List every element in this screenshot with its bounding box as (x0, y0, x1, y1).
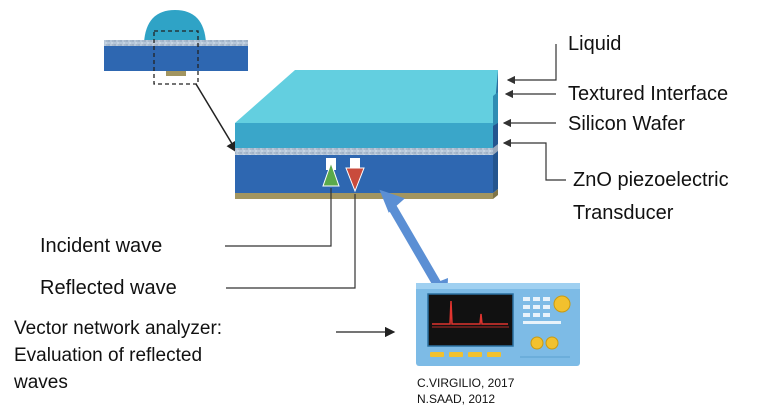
liquid-front-face (235, 123, 493, 148)
vna-keypad (523, 297, 561, 324)
label-vna-line1: Vector network analyzer: (14, 318, 223, 339)
vna-screen (427, 293, 514, 347)
inset-textured-layer (104, 40, 248, 46)
wafer-right-side (493, 123, 498, 193)
reflected-wave-marker (345, 158, 365, 193)
label-liquid: Liquid (568, 33, 622, 55)
reflected-wave-leader (226, 194, 356, 289)
zno-leader (502, 138, 566, 181)
incident-wave-marker (322, 158, 340, 187)
textured-interface-layer (235, 148, 493, 155)
liquid-top-face (235, 70, 498, 123)
label-zno-line1: ZnO piezoelectric (573, 169, 729, 191)
main-block (235, 70, 498, 199)
credit-line2: N.SAAD, 2012 (417, 392, 496, 406)
vna-function-buttons (430, 352, 501, 357)
liquid-right-side (493, 70, 498, 126)
label-textured-interface: Textured Interface (568, 83, 729, 105)
label-reflected-wave: Reflected wave (40, 277, 177, 299)
credit-line1: C.VIRGILIO, 2017 (417, 376, 515, 390)
inset-wafer (104, 46, 248, 71)
vector-network-analyzer (416, 283, 580, 366)
liquid-leader (506, 44, 557, 85)
vna-screen-trace (432, 300, 508, 325)
label-incident-wave: Incident wave (40, 235, 163, 257)
label-silicon-wafer: Silicon Wafer (568, 113, 686, 135)
inset-droplet-wafer (104, 10, 248, 85)
inset-pointer-arrow (195, 83, 238, 154)
label-vna-line2: Evaluation of reflected (14, 345, 203, 366)
inset-zoom-box (153, 30, 199, 85)
inset-transducer (166, 71, 186, 76)
transducer-right-side (493, 189, 498, 199)
vna-knob-right (545, 336, 559, 350)
incident-wave-leader (225, 188, 332, 247)
silicon-wafer-layer (235, 155, 493, 193)
label-vna-line3: waves (14, 372, 68, 393)
vna-dial (553, 295, 571, 313)
inset-droplet (144, 10, 206, 43)
vna-knob-left (530, 336, 544, 350)
zno-transducer-layer (235, 193, 493, 199)
label-zno-line2: Transducer (573, 202, 674, 224)
textured-right-side (493, 144, 498, 155)
